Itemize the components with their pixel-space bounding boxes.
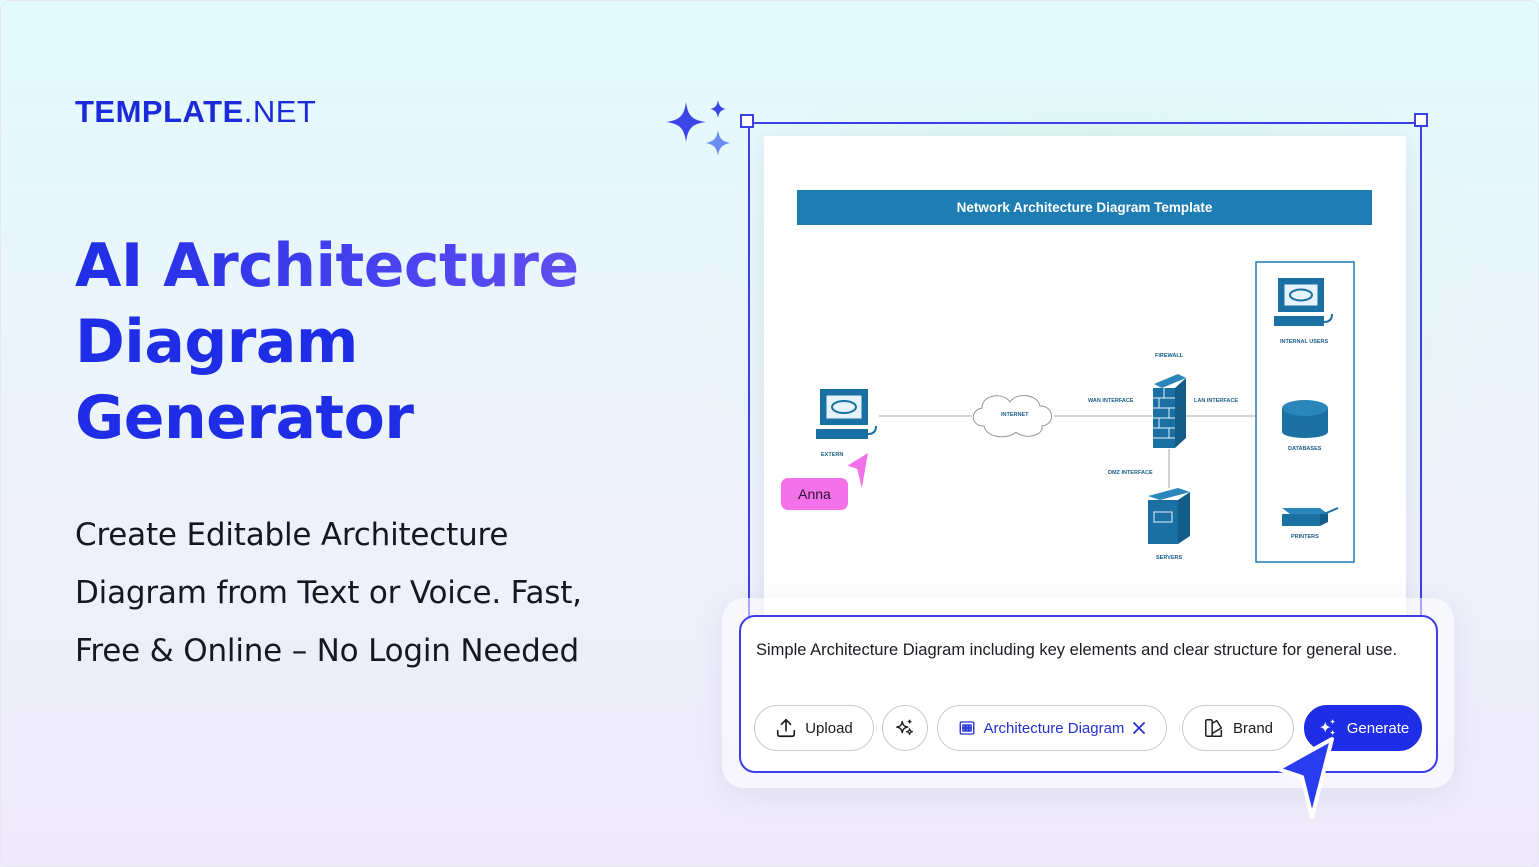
external-computer-icon [816,389,877,439]
internal-users-label: INTERNAL USERS [1280,339,1329,345]
internal-users-icon [1274,278,1333,326]
sparkle-icon [1319,718,1336,736]
resize-handle-top-left[interactable] [740,114,754,128]
servers-label: SERVERS [1156,555,1183,561]
prompt-input[interactable]: Simple Architecture Diagram including ke… [756,641,1398,659]
generate-label: Generate [1346,719,1410,737]
brand-icon [1205,719,1223,737]
diagram-type-chip[interactable]: Architecture Diagram [937,705,1167,751]
resize-handle-top-right[interactable] [1414,113,1428,127]
firewall-icon [1153,374,1186,448]
upload-label: Upload [805,719,853,737]
external-label: EXTERN [821,452,844,458]
magic-wand-icon [896,719,914,736]
server-icon [1148,488,1190,544]
upload-button[interactable]: Upload [754,705,874,751]
template-net-logo[interactable]: TEMPLATE.NET [75,94,317,129]
wan-interface-label: WAN INTERFACE [1088,398,1134,404]
network-diagram [816,261,1355,563]
enhance-prompt-button[interactable] [882,705,928,751]
diagram-icon [959,721,974,735]
brand-button[interactable]: Brand [1182,705,1294,751]
selection-frame[interactable] [748,122,1422,622]
title-line-2: Diagram [75,307,358,377]
printer-icon [1282,507,1339,526]
collaborator-tag: Anna [781,478,848,510]
diagram-title: Network Architecture Diagram Template [797,190,1372,225]
internet-cloud-icon [972,395,1052,438]
upload-icon [777,718,796,738]
page-title: AI Architecture Diagram Generator [75,228,675,456]
dmz-interface-label: DMZ INTERFACE [1108,470,1153,476]
title-line-1: AI Architecture [75,228,675,304]
subtitle-line-2: Diagram from Text or Voice. Fast, [75,575,582,611]
databases-label: DATABASES [1288,446,1322,452]
sparkle-icon [666,100,730,156]
database-icon [1282,400,1328,438]
diagram-type-label: Architecture Diagram [983,719,1125,737]
printers-label: PRINTERS [1291,534,1319,540]
subtitle-line-1: Create Editable Architecture [75,517,509,553]
subtitle-line-3: Free & Online – No Login Needed [75,633,579,669]
close-icon[interactable] [1132,721,1146,735]
title-line-3: Generator [75,383,414,453]
firewall-label: FIREWALL [1155,353,1184,359]
internet-label: INTERNET [1001,412,1029,418]
generate-button[interactable]: Generate [1304,705,1422,751]
brand-label: Brand [1232,719,1274,737]
cursor-icon [842,448,872,498]
cursor-icon [1276,737,1334,819]
lan-interface-label: LAN INTERFACE [1194,398,1238,404]
page-subtitle: Create Editable Architecture Diagram fro… [75,506,635,680]
